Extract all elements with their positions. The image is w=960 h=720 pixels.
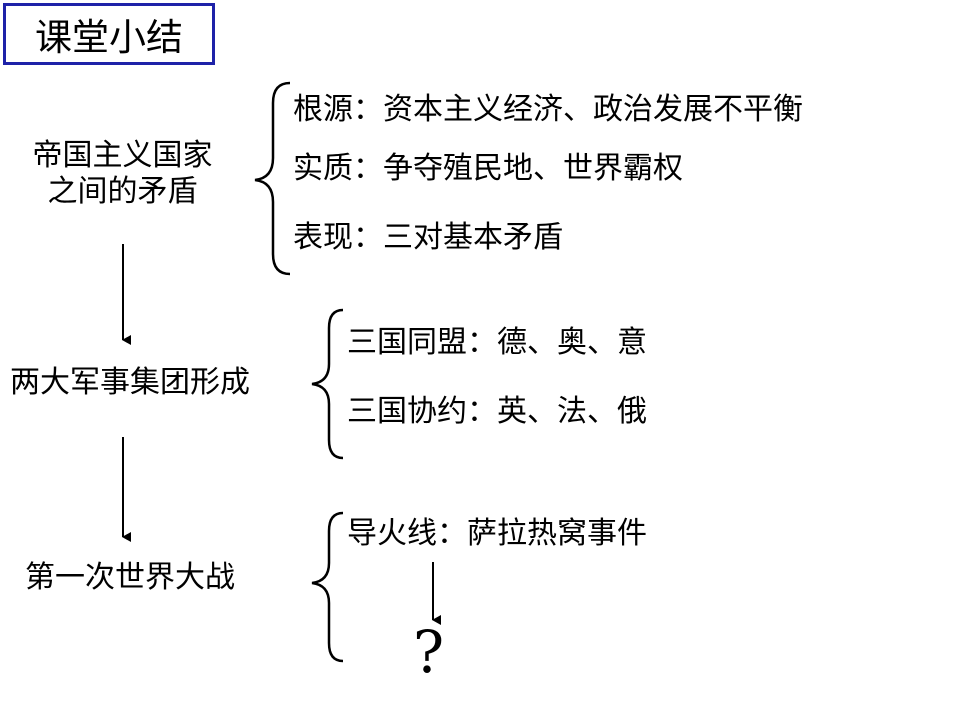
section-1-item-manifestation: 表现：三对基本矛盾	[293, 220, 563, 255]
slide-title: 课堂小结	[3, 3, 215, 65]
section-2-item-triple-alliance: 三国同盟：德、奥、意	[347, 325, 647, 360]
brace-3	[311, 511, 344, 663]
section-2-item-triple-entente: 三国协约：英、法、俄	[347, 394, 647, 429]
section-1-label: 帝国主义国家 之间的矛盾	[10, 138, 235, 210]
section-3-label-line-1: 第一次世界大战	[25, 560, 235, 595]
section-1-item-essence: 实质：争夺殖民地、世界霸权	[293, 151, 683, 186]
section-1-label-line-2: 之间的矛盾	[47, 174, 198, 209]
section-2-label-line-1: 两大军事集团形成	[10, 365, 250, 400]
section-3-label: 第一次世界大战	[25, 560, 295, 596]
brace-2	[311, 308, 344, 460]
brace-1	[254, 81, 291, 276]
section-2-label: 两大军事集团形成	[10, 365, 310, 401]
section-1-label-line-1: 帝国主义国家	[32, 138, 213, 173]
section-1-item-origin: 根源：资本主义经济、政治发展不平衡	[293, 92, 803, 127]
section-3-item-trigger: 导火线：萨拉热窝事件	[347, 516, 647, 551]
question-mark: ?	[413, 618, 445, 686]
slide-title-text: 课堂小结	[35, 16, 183, 59]
